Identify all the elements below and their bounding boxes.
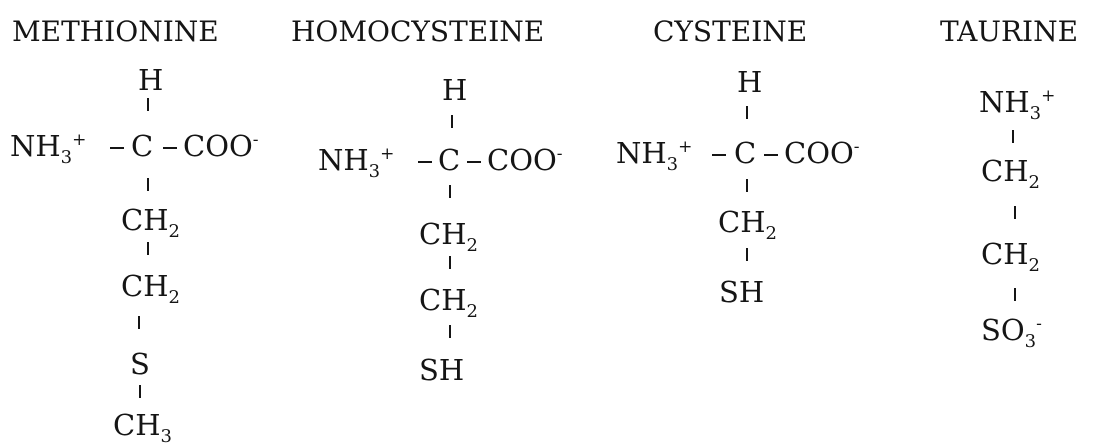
cysteine-ch2-a-sub: 2 xyxy=(765,223,777,244)
taurine-ch2-b-symbol: CH xyxy=(981,237,1029,271)
taurine-sulfonate-group: SO3- xyxy=(981,313,1042,351)
homocysteine-carboxyl-group: COO- xyxy=(487,146,563,175)
taurine-ch2-a: CH2 xyxy=(981,154,1040,192)
homocysteine-bond-n-c xyxy=(418,161,432,163)
methionine-ch2-a-symbol: CH xyxy=(121,203,169,237)
taurine-sulfonate-sub: 3 xyxy=(1024,331,1037,352)
taurine-amino-sub: 3 xyxy=(1029,103,1042,124)
homocysteine-ch2-b: CH2 xyxy=(419,283,478,321)
taurine-ch2-a-sub: 2 xyxy=(1028,172,1040,193)
methionine-ch2-b: CH2 xyxy=(121,269,180,307)
cysteine-ch2-a: CH2 xyxy=(718,205,777,243)
taurine-bond-ch2a-ch2b xyxy=(1014,206,1016,219)
taurine-sulfonate-sup: - xyxy=(1036,314,1042,334)
homocysteine-amino-sub: 3 xyxy=(368,161,381,182)
cysteine-amino-sup: + xyxy=(678,137,693,157)
homocysteine-carboxyl-sup: - xyxy=(556,144,563,164)
cysteine-top-h: H xyxy=(737,65,763,99)
methionine-carboxyl-sup: - xyxy=(252,130,259,150)
cysteine-bond-c-coo xyxy=(764,154,778,156)
methionine-bond-ch2b-s xyxy=(138,316,140,329)
homocysteine-bond-c-coo xyxy=(467,161,481,163)
methionine-sulfur: S xyxy=(130,347,150,381)
cysteine-ch2-a-symbol: CH xyxy=(718,205,766,239)
methionine-bond-h-c xyxy=(147,98,149,111)
homocysteine-bond-h-c xyxy=(451,115,453,128)
cysteine-bond-h-c xyxy=(746,106,748,119)
cysteine-carboxyl-group: COO- xyxy=(784,139,860,168)
cysteine-amino-group: NH3+ xyxy=(616,136,693,174)
cysteine-amino-symbol: NH xyxy=(616,136,667,170)
methionine-bond-c-coo xyxy=(163,147,177,149)
taurine-amino-symbol: NH xyxy=(979,85,1030,119)
taurine-sulfonate-symbol: SO xyxy=(981,313,1025,347)
methionine-title: METHIONINE xyxy=(12,15,219,48)
homocysteine-title: HOMOCYSTEINE xyxy=(291,15,545,48)
methionine-amino-symbol: NH xyxy=(10,129,61,163)
homocysteine-bond-c-ch2a xyxy=(449,185,451,198)
homocysteine-top-h: H xyxy=(442,73,468,107)
taurine-bond-ch2b-so3 xyxy=(1014,288,1016,301)
methionine-carboxyl-symbol: COO xyxy=(183,129,253,163)
methionine-top-h: H xyxy=(138,63,164,97)
homocysteine-ch2-b-sub: 2 xyxy=(466,301,478,322)
methionine-bond-ch2a-ch2b xyxy=(147,242,149,255)
methionine-bond-s-ch3 xyxy=(139,385,141,398)
methionine-ch2-b-symbol: CH xyxy=(121,269,169,303)
methionine-ch2-a: CH2 xyxy=(121,203,180,241)
methionine-methyl: CH3 xyxy=(113,408,172,446)
cysteine-bond-ch2a-sh xyxy=(746,248,748,261)
homocysteine-carboxyl-symbol: COO xyxy=(487,143,557,177)
methionine-alpha-carbon: C xyxy=(131,129,154,163)
methionine-methyl-symbol: CH xyxy=(113,408,161,442)
cysteine-alpha-carbon: C xyxy=(734,136,757,170)
taurine-ch2-b: CH2 xyxy=(981,237,1040,275)
taurine-title: TAURINE xyxy=(940,15,1079,48)
taurine-bond-n-ch2a xyxy=(1012,130,1014,143)
homocysteine-ch2-a-symbol: CH xyxy=(419,217,467,251)
cysteine-bond-n-c xyxy=(712,154,726,156)
methionine-ch2-b-sub: 2 xyxy=(168,287,180,308)
homocysteine-alpha-carbon: C xyxy=(438,143,461,177)
methionine-carboxyl-group: COO- xyxy=(183,132,259,161)
cysteine-title: CYSTEINE xyxy=(653,15,808,48)
methionine-amino-sub: 3 xyxy=(60,147,73,168)
taurine-amino-group: NH3+ xyxy=(979,85,1056,123)
methionine-bond-c-ch2a xyxy=(147,178,149,191)
homocysteine-amino-sup: + xyxy=(380,144,395,164)
homocysteine-ch2-a-sub: 2 xyxy=(466,235,478,256)
homocysteine-bond-ch2a-ch2b xyxy=(449,256,451,269)
cysteine-bond-c-ch2a xyxy=(746,179,748,192)
homocysteine-ch2-a: CH2 xyxy=(419,217,478,255)
cysteine-carboxyl-sup: - xyxy=(853,137,860,157)
homocysteine-amino-symbol: NH xyxy=(318,143,369,177)
methionine-ch2-a-sub: 2 xyxy=(168,221,180,242)
taurine-amino-sup: + xyxy=(1041,86,1056,106)
methionine-methyl-sub: 3 xyxy=(160,426,172,447)
taurine-ch2-a-symbol: CH xyxy=(981,154,1029,188)
taurine-ch2-b-sub: 2 xyxy=(1028,255,1040,276)
homocysteine-amino-group: NH3+ xyxy=(318,143,395,181)
homocysteine-bond-ch2b-sh xyxy=(449,325,451,338)
methionine-amino-group: NH3+ xyxy=(10,129,87,167)
cysteine-carboxyl-symbol: COO xyxy=(784,136,854,170)
cysteine-thiol: SH xyxy=(719,275,765,309)
cysteine-amino-sub: 3 xyxy=(666,154,679,175)
methionine-bond-n-c xyxy=(110,147,124,149)
methionine-amino-sup: + xyxy=(72,130,87,150)
homocysteine-ch2-b-symbol: CH xyxy=(419,283,467,317)
homocysteine-thiol: SH xyxy=(419,353,465,387)
